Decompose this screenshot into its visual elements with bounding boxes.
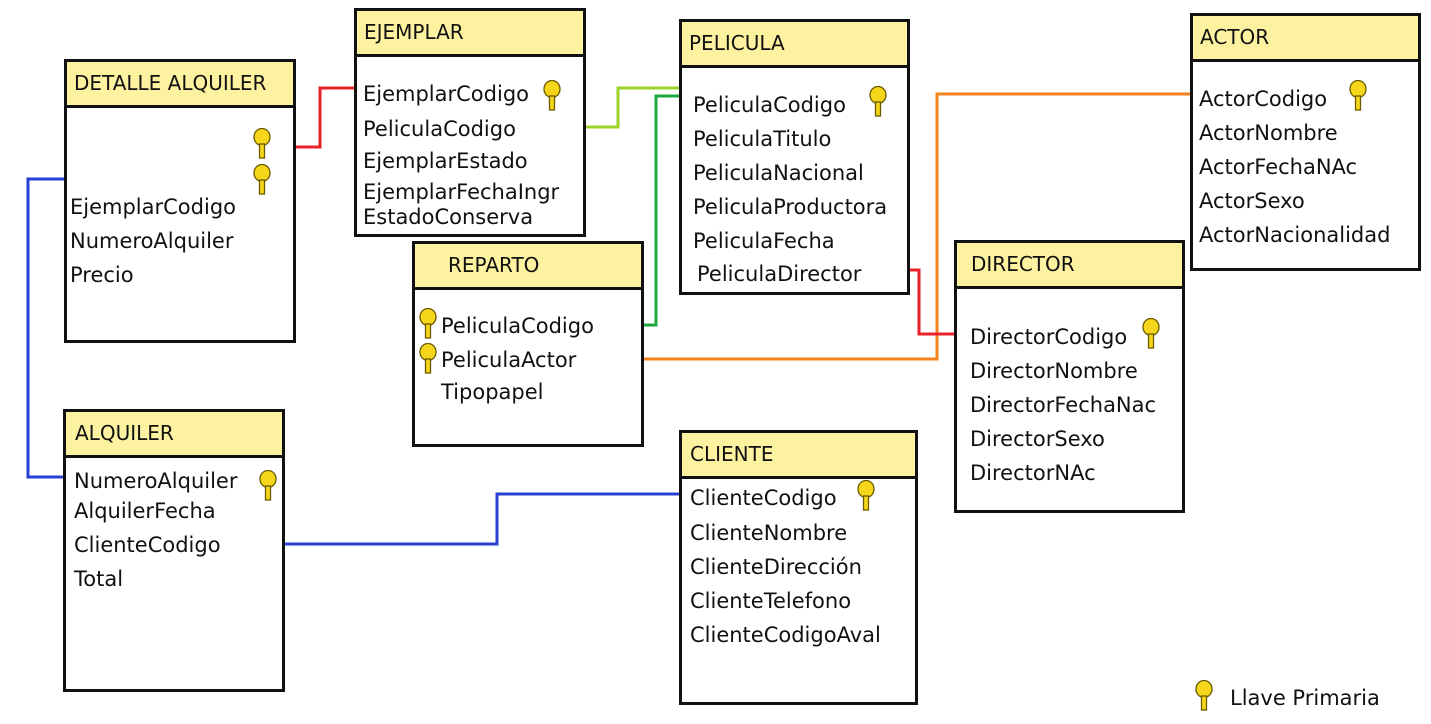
attribute-pelicula-fecha: PeliculaFecha — [693, 229, 835, 253]
attribute-ejemplar-codigo: EjemplarCodigo — [363, 82, 530, 106]
entity-title: ACTOR — [1193, 16, 1418, 62]
attribute-cliente-direccion: ClienteDirección — [690, 555, 862, 579]
attribute-pelicula-productora: PeliculaProductora — [693, 195, 888, 219]
entity-actor: ACTOR ActorCodigo ActorNombre ActorFecha… — [1190, 13, 1421, 271]
attribute-cliente-telefono: ClienteTelefono — [690, 589, 852, 613]
attribute-ejemplar-codigo: EjemplarCodigo — [70, 195, 237, 219]
attribute-director-codigo: DirectorCodigo — [970, 325, 1128, 349]
attribute-actor-fecha-nac: ActorFechaNAc — [1199, 155, 1358, 179]
key-icon — [543, 80, 561, 111]
attribute-director-sexo: DirectorSexo — [970, 427, 1105, 451]
key-icon — [253, 128, 271, 159]
key-icon — [857, 480, 875, 511]
attribute-director-nac: DirectorNAc — [970, 461, 1096, 485]
key-icon — [253, 164, 271, 195]
legend-label: Llave Primaria — [1230, 686, 1380, 710]
entity-cliente: CLIENTE ClienteCodigo ClienteNombre Clie… — [679, 430, 918, 705]
entity-alquiler: ALQUILER NumeroAlquiler AlquilerFecha Cl… — [63, 409, 285, 692]
key-icon — [419, 343, 437, 374]
attribute-alquiler-fecha: AlquilerFecha — [74, 499, 216, 523]
attribute-pelicula-codigo: PeliculaCodigo — [363, 117, 516, 141]
entity-detalle-alquiler: DETALLE ALQUILER EjemplarCodigo NumeroAl… — [64, 59, 296, 343]
entity-title: ALQUILER — [66, 412, 282, 458]
entity-reparto: REPARTO PeliculaCodigo PeliculaActor Tip… — [412, 241, 644, 447]
attribute-cliente-nombre: ClienteNombre — [690, 521, 848, 545]
attribute-cliente-codigo: ClienteCodigo — [690, 486, 837, 510]
attribute-director-nombre: DirectorNombre — [970, 359, 1138, 383]
connector-alquiler-cliente — [238, 492, 687, 546]
connector-detalle-alquiler — [26, 177, 70, 479]
entity-title: DIRECTOR — [957, 243, 1182, 289]
attribute-total: Total — [74, 567, 124, 591]
attribute-estado-conserva: EstadoConserva — [363, 205, 534, 229]
attribute-pelicula-nacional: PeliculaNacional — [693, 161, 864, 185]
attribute-cliente-codigo: ClienteCodigo — [74, 533, 221, 557]
legend-key-icon — [1195, 680, 1213, 711]
entity-title: DETALLE ALQUILER — [67, 62, 293, 108]
attribute-tipopapel: Tipopapel — [441, 380, 544, 404]
attribute-actor-sexo: ActorSexo — [1199, 189, 1305, 213]
attribute-actor-nacionalidad: ActorNacionalidad — [1199, 223, 1391, 247]
entity-title: CLIENTE — [682, 433, 915, 479]
attribute-cliente-codigo-aval: ClienteCodigoAval — [690, 623, 881, 647]
entity-ejemplar: EJEMPLAR EjemplarCodigo PeliculaCodigo E… — [354, 8, 586, 237]
attribute-pelicula-titulo: PeliculaTitulo — [693, 127, 832, 151]
key-icon — [1142, 318, 1160, 349]
entity-title: REPARTO — [415, 244, 641, 290]
attribute-ejemplar-estado: EjemplarEstado — [363, 149, 528, 173]
attribute-ejemplar-fecha-ingr: EjemplarFechaIngr — [363, 180, 560, 204]
entity-director: DIRECTOR DirectorCodigo DirectorNombre D… — [954, 240, 1185, 513]
attribute-director-fecha-nac: DirectorFechaNac — [970, 393, 1157, 417]
key-icon — [259, 470, 277, 501]
attribute-pelicula-codigo: PeliculaCodigo — [693, 93, 846, 117]
attribute-pelicula-director: PeliculaDirector — [697, 262, 862, 286]
key-icon — [869, 86, 887, 117]
key-icon — [419, 308, 437, 339]
attribute-numero-alquiler: NumeroAlquiler — [74, 469, 238, 493]
attribute-pelicula-actor: PeliculaActor — [441, 348, 577, 372]
attribute-actor-codigo: ActorCodigo — [1199, 87, 1328, 111]
attribute-actor-nombre: ActorNombre — [1199, 121, 1338, 145]
entity-title: PELICULA — [682, 22, 907, 68]
entity-pelicula: PELICULA PeliculaCodigo PeliculaTitulo P… — [679, 19, 910, 295]
attribute-numero-alquiler: NumeroAlquiler — [70, 229, 234, 253]
attribute-precio: Precio — [70, 263, 134, 287]
connector-reparto-actor — [607, 92, 1196, 361]
entity-title: EJEMPLAR — [357, 11, 583, 57]
key-icon — [1349, 80, 1367, 111]
attribute-pelicula-codigo: PeliculaCodigo — [441, 314, 594, 338]
